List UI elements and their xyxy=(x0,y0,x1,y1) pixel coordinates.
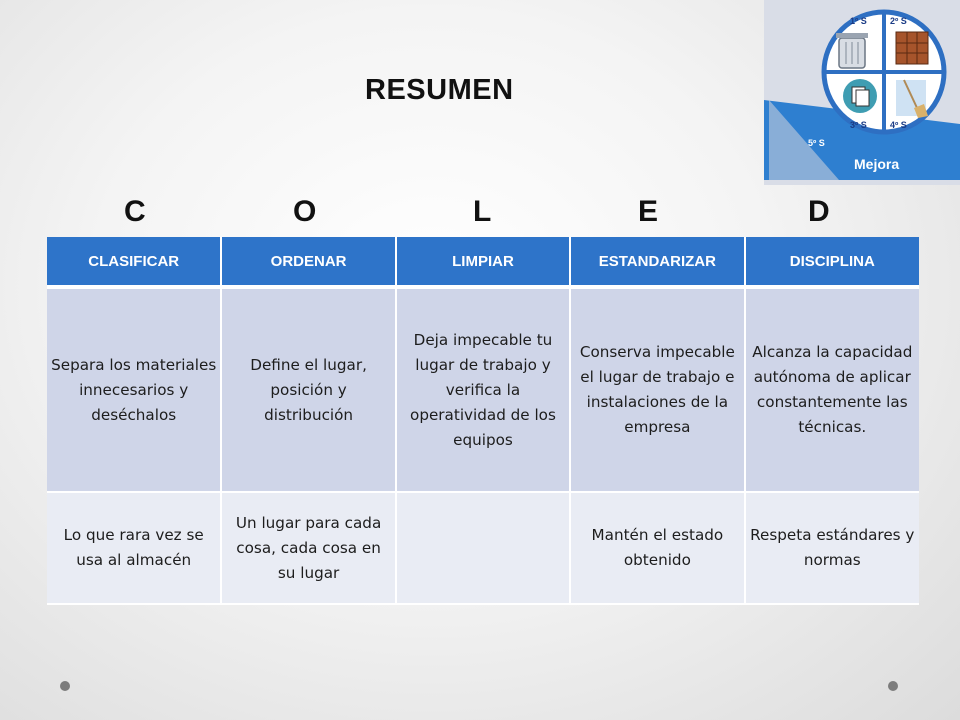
header-clasificar: CLASIFICAR xyxy=(47,237,223,289)
motto-cell: Lo que rara vez se usa al almacén xyxy=(47,492,223,605)
five-s-logo-graphic: Mejora 5º S 1º S 2º S 3º S 4º S xyxy=(764,9,960,180)
first-s-label: 1º S xyxy=(850,16,867,26)
letter-c: C xyxy=(124,195,146,228)
description-cell: Alcanza la capacidad autónoma de aplicar… xyxy=(744,287,919,493)
description-cell: Deja impecable tu lugar de trabajo y ver… xyxy=(395,287,572,493)
header-ordenar: ORDENAR xyxy=(221,237,397,289)
motto-cell: Respeta estándares y normas xyxy=(744,492,919,605)
filing-cabinet-icon xyxy=(895,31,929,65)
page-title: RESUMEN xyxy=(365,74,514,106)
motto-cell: Un lugar para cada cosa, cada cosa en su… xyxy=(221,492,397,605)
decorative-dot-left xyxy=(60,681,70,691)
decorative-dot-right xyxy=(888,681,898,691)
third-s-label: 3º S xyxy=(850,120,867,130)
description-cell: Define el lugar, posición y distribución xyxy=(221,287,397,493)
description-cell: Conserva impecable el lugar de trabajo e… xyxy=(570,287,746,493)
fifth-s-label: 5º S xyxy=(808,138,825,148)
motto-cell xyxy=(395,492,572,605)
letter-e: E xyxy=(638,195,659,228)
letter-d: D xyxy=(808,195,830,228)
description-cell: Separa los materiales innecesarios y des… xyxy=(47,287,223,493)
letter-l: L xyxy=(473,195,492,228)
five-s-logo: Mejora 5º S 1º S 2º S 3º S 4º S xyxy=(764,0,960,185)
trash-can-icon xyxy=(836,33,868,69)
documents-icon xyxy=(843,79,877,113)
header-limpiar: LIMPIAR xyxy=(395,237,572,289)
header-row: CLASIFICAR ORDENAR LIMPIAR ESTANDARIZAR … xyxy=(47,237,919,289)
motto-row: Lo que rara vez se usa al almacén Un lug… xyxy=(47,492,919,605)
improvement-label: Mejora xyxy=(854,156,899,172)
broom-icon xyxy=(896,79,928,118)
header-estandarizar: ESTANDARIZAR xyxy=(570,237,746,289)
header-disciplina: DISCIPLINA xyxy=(744,237,919,289)
ramp-shadow xyxy=(769,100,839,180)
letter-o: O xyxy=(293,195,317,228)
description-row: Separa los materiales innecesarios y des… xyxy=(47,287,919,493)
summary-table: CLASIFICAR ORDENAR LIMPIAR ESTANDARIZAR … xyxy=(47,237,919,605)
fourth-s-label: 4º S xyxy=(890,120,907,130)
second-s-label: 2º S xyxy=(890,16,907,26)
motto-cell: Mantén el estado obtenido xyxy=(570,492,746,605)
acronym-letters: C O L E D xyxy=(0,195,960,235)
